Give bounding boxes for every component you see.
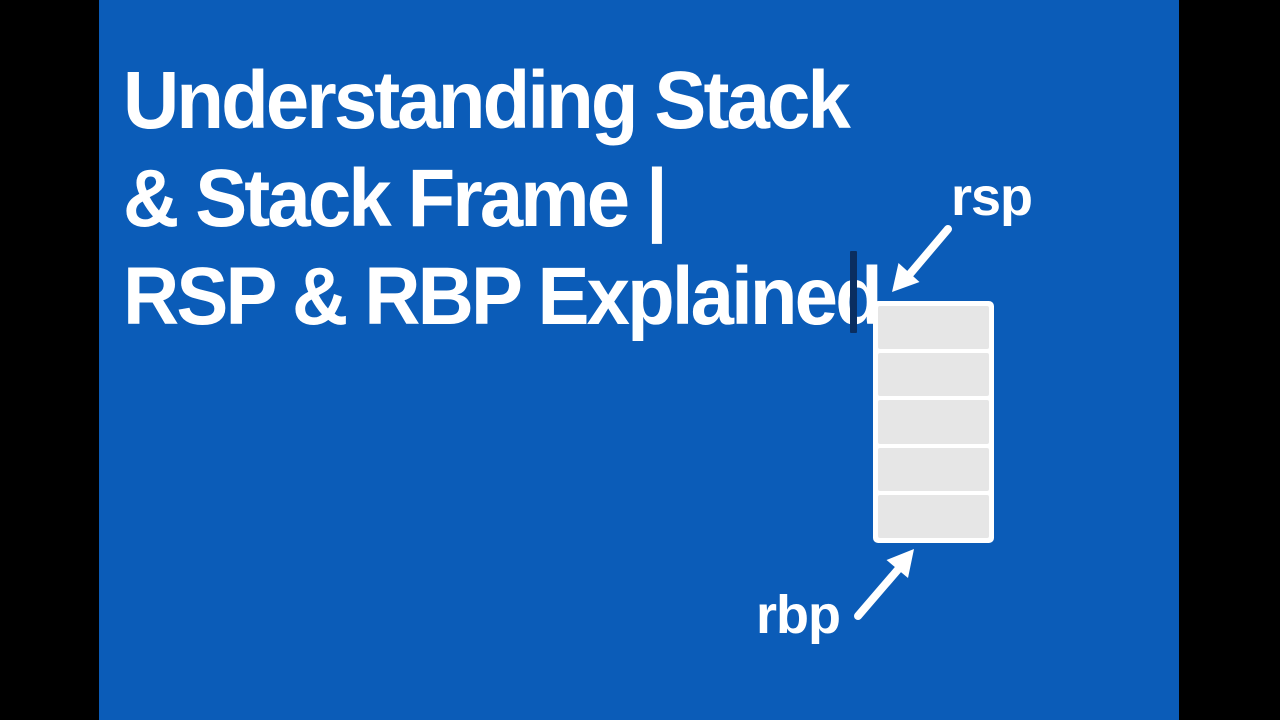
stack-cell (878, 447, 989, 491)
stack-cell (878, 494, 989, 539)
title-line: & Stack Frame | (123, 153, 668, 244)
stack-cell (878, 306, 989, 350)
text-cursor (850, 251, 857, 333)
slide-background: Understanding Stack & Stack Frame | RSP … (99, 0, 1179, 720)
rbp-arrow-icon (854, 549, 914, 620)
stack-cell (878, 400, 989, 444)
title-line: Understanding Stack (123, 55, 851, 146)
stack-diagram (873, 301, 994, 543)
letterbox-left (0, 0, 99, 720)
rbp-label: rbp (756, 585, 841, 645)
letterbox-right (1179, 0, 1280, 720)
stack-cell (878, 353, 989, 397)
rsp-label: rsp (951, 167, 1033, 227)
rsp-arrow-icon (892, 225, 952, 292)
page-title: Understanding Stack & Stack Frame | RSP … (123, 52, 883, 346)
title-line: RSP & RBP Explained (123, 251, 883, 342)
